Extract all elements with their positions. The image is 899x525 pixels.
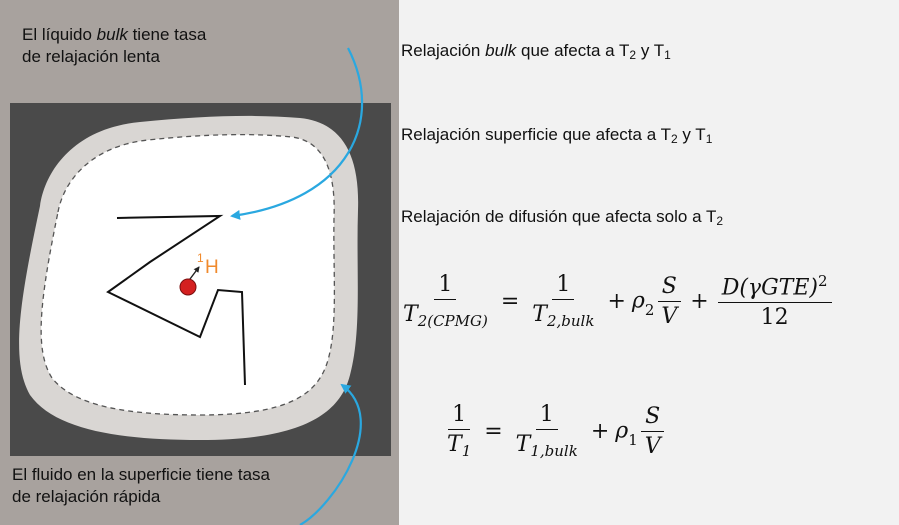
bulk-fluid-callout: El líquido bulk tiene tasa de relajación… bbox=[0, 0, 399, 103]
surface-relaxation-label: Relajación superficie que afecta a T2 y … bbox=[401, 125, 713, 146]
bulk-relaxation-label: Relajación bulk que afecta a T2 y T1 bbox=[401, 41, 671, 62]
hydrogen-nucleus bbox=[179, 278, 197, 296]
nucleus-mass: 1 bbox=[197, 251, 204, 265]
pore-fluid bbox=[40, 133, 336, 416]
diffusion-relaxation-label: Relajación de difusión que afecta solo a… bbox=[401, 207, 724, 228]
diffusion-path bbox=[106, 214, 246, 386]
nucleus-label: H bbox=[205, 257, 219, 278]
surface-fluid-callout: El fluido en la superficie tiene tasa de… bbox=[0, 456, 399, 525]
bulk-arrow bbox=[230, 47, 364, 220]
surface-arrow bbox=[299, 383, 362, 525]
